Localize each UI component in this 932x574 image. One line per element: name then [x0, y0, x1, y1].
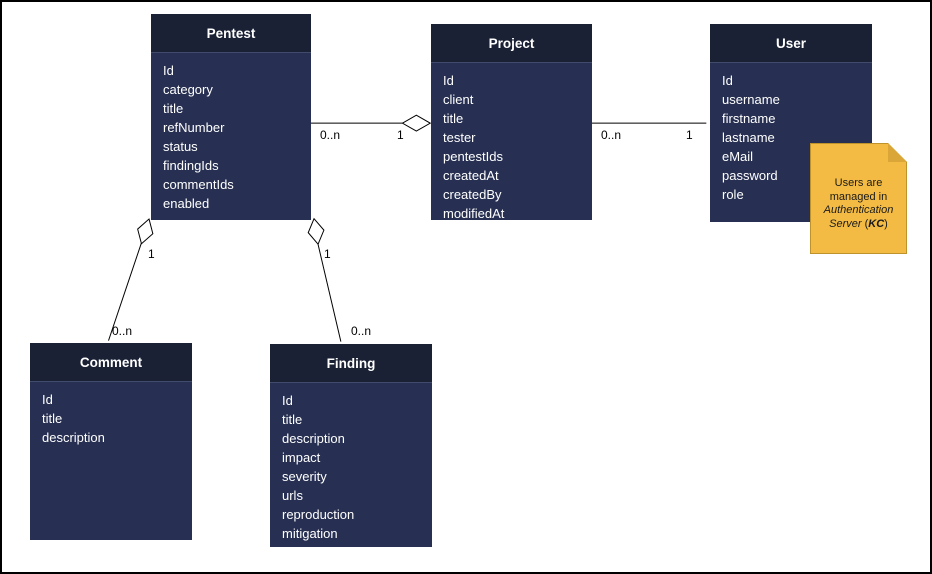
entity-field: firstname [722, 111, 776, 126]
entity-field: lastname [722, 130, 775, 145]
aggregation-diamond-project [401, 114, 432, 132]
entity-field: Id [163, 63, 174, 78]
entity-field: urls [282, 488, 303, 503]
entity-field: commentIds [163, 177, 234, 192]
note-paren-close: ) [884, 217, 888, 230]
entity-finding-fields: Id title description impact severity urls repr… [270, 383, 432, 543]
note-line: Authentication [823, 204, 894, 216]
relationship-line-pentest-finding[interactable] [317, 244, 342, 342]
entity-comment-fields: Id title description [30, 382, 192, 447]
entity-field: impact [282, 450, 321, 465]
entity-field: role [722, 187, 744, 202]
entity-field: reproduction [282, 507, 355, 522]
entity-field: description [42, 430, 105, 445]
note-server-text: Server [829, 217, 862, 230]
entity-field: enabled [163, 196, 210, 211]
entity-field: description [282, 431, 345, 446]
entity-pentest-title: Pentest [151, 14, 311, 53]
entity-field: pentestIds [443, 149, 503, 164]
entity-field: Id [722, 73, 733, 88]
relationship-line-pentest-comment[interactable] [108, 243, 142, 341]
note-line: Server (KC) [811, 218, 906, 232]
entity-field: title [282, 412, 303, 427]
entity-field: findingIds [163, 158, 219, 173]
multiplicity-pentest-comment-1: 1 [148, 247, 155, 261]
multiplicity-pentest-project-1: 1 [397, 128, 404, 142]
entity-field: mitigation [282, 526, 338, 541]
note-kc-text: KC [868, 217, 885, 230]
aggregation-diamond-pentest-finding [307, 217, 325, 246]
multiplicity-pentest-project-0n: 0..n [320, 128, 341, 142]
entity-field: Id [282, 393, 293, 408]
multiplicity-pentest-finding-0n: 0..n [351, 324, 372, 338]
entity-field: category [163, 82, 213, 97]
entity-field: username [722, 92, 780, 107]
entity-project-fields: Id client title tester pentestIds createdAt cr… [431, 63, 592, 223]
note-line: managed in [829, 190, 888, 203]
entity-user-fields: Id username firstname lastname eMail password… [710, 63, 872, 204]
entity-field: title [42, 411, 63, 426]
entity-field: createdAt [443, 168, 499, 183]
entity-project[interactable]: Project Id client title tester pentestIds cre… [431, 24, 592, 223]
entity-pentest[interactable]: Pentest Id category title refNumber status fi… [151, 14, 311, 220]
entity-field: title [443, 111, 464, 126]
entity-comment[interactable]: Comment Id title description [30, 343, 192, 540]
entity-user-title: User [710, 24, 872, 63]
entity-project-title: Project [431, 24, 592, 63]
entity-field: Id [42, 392, 53, 407]
entity-field: modifiedAt [443, 206, 505, 221]
multiplicity-project-user-0n: 0..n [601, 128, 622, 142]
note-paren-open: ( [861, 217, 869, 230]
multiplicity-pentest-comment-0n: 0..n [112, 324, 133, 338]
entity-field: Id [443, 73, 454, 88]
entity-field: status [163, 139, 198, 154]
note-line: Users are [834, 177, 883, 189]
entity-comment-title: Comment [30, 343, 192, 382]
multiplicity-project-user-1: 1 [686, 128, 693, 142]
aggregation-diamond-pentest-comment [137, 218, 154, 245]
entity-pentest-fields: Id category title refNumber status findingIds… [151, 53, 311, 213]
entity-field: eMail [722, 149, 754, 164]
multiplicity-pentest-finding-1: 1 [324, 247, 331, 261]
entity-finding[interactable]: Finding Id title description impact severity… [270, 344, 432, 547]
entity-field: tester [443, 130, 476, 145]
entity-field: refNumber [163, 120, 225, 135]
entity-field: title [163, 101, 184, 116]
entity-field: severity [282, 469, 327, 484]
entity-field: createdBy [443, 187, 502, 202]
entity-field: password [722, 168, 778, 183]
entity-finding-title: Finding [270, 344, 432, 383]
entity-field: client [443, 92, 474, 107]
